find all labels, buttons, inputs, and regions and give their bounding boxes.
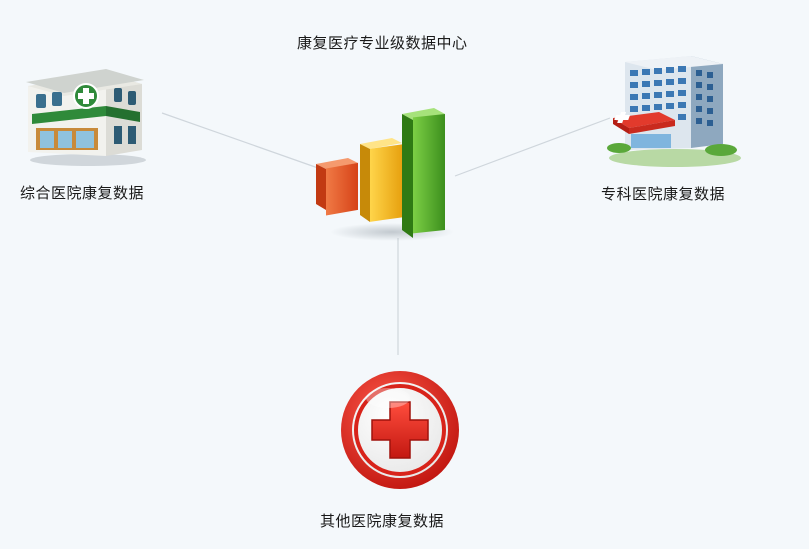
node-other-hospital[interactable]: 其他医院康复数据 (318, 368, 488, 538)
hospital-building-icon (599, 52, 749, 174)
node-general-hospital[interactable]: 综合医院康复数据 (20, 56, 180, 206)
red-cross-icon (338, 368, 462, 496)
connector-specialty (454, 117, 611, 177)
node-general-label: 综合医院康复数据 (20, 184, 145, 202)
node-specialty-label: 专科医院康复数据 (601, 185, 726, 203)
node-other-label: 其他医院康复数据 (320, 512, 445, 530)
pharmacy-building-icon (22, 56, 152, 172)
node-specialty-hospital[interactable]: 专科医院康复数据 (595, 52, 765, 212)
center-title: 康复医疗专业级数据中心 (297, 34, 468, 52)
connector-general (161, 112, 319, 169)
bar-chart-icon[interactable] (312, 102, 457, 246)
